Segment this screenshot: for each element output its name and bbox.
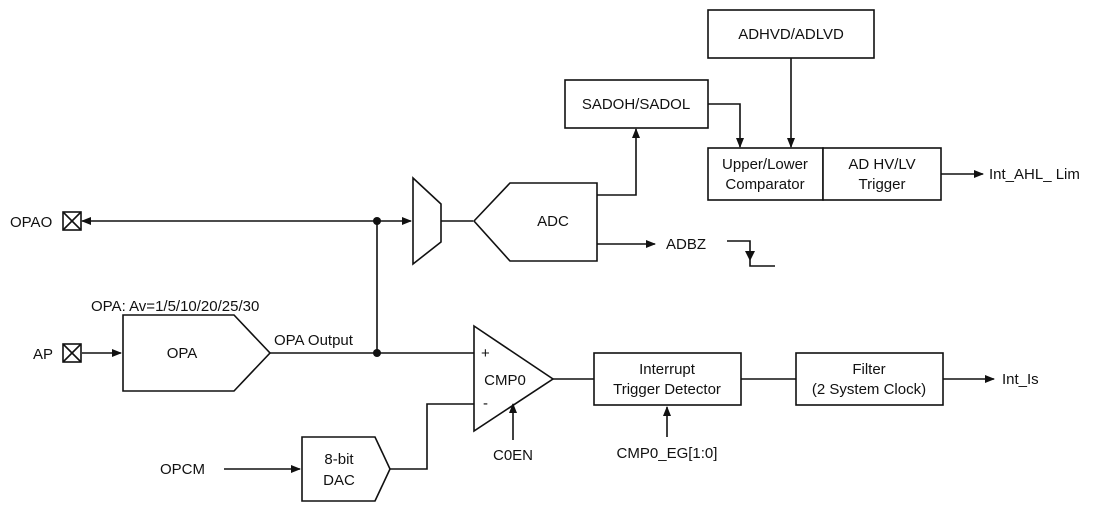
adc-block — [472, 182, 598, 262]
adc-to-sadoh-wire — [597, 128, 640, 196]
sadoh-to-comparator-wire — [708, 103, 744, 148]
dac-to-cmp0-wire — [390, 403, 474, 470]
ap-pin-label: AP — [33, 346, 53, 363]
adbz-label: ADBZ — [666, 236, 706, 253]
interrupt-label-line1: Interrupt — [639, 361, 696, 378]
filter-label-line2: (2 System Clock) — [812, 381, 926, 398]
opa-output-label: OPA Output — [274, 332, 354, 349]
opao-pin-icon — [62, 211, 82, 231]
cmp0-eg-label: CMP0_EG[1:0] — [617, 445, 718, 462]
opa-block — [122, 314, 272, 392]
adhvd-adlvd-label: ADHVD/ADLVD — [738, 26, 844, 43]
sadoh-sadol-label: SADOH/SADOL — [582, 96, 690, 113]
filter-label-line1: Filter — [852, 361, 885, 378]
dac-block — [301, 436, 391, 502]
comparator-label-line2: Comparator — [725, 176, 804, 193]
junction-dot-bottom — [373, 349, 381, 357]
comparator-label-line1: Upper/Lower — [722, 156, 808, 173]
dac-label-line2: DAC — [323, 472, 355, 489]
c0en-label: C0EN — [493, 447, 533, 464]
mux-block — [412, 176, 442, 266]
int-ahl-lim-label: Int_AHL_ Lim — [989, 166, 1080, 183]
dac-label-line1: 8-bit — [324, 451, 354, 468]
cmp0-plus-label: + — [481, 345, 490, 362]
ap-pin-icon — [62, 343, 82, 363]
adhvd-adlvd-block — [707, 9, 875, 59]
interrupt-label-line2: Trigger Detector — [613, 381, 721, 398]
cmp0-minus-label: - — [483, 395, 488, 412]
adbz-falling-edge-arrow — [745, 251, 755, 261]
cmp0-label: CMP0 — [484, 372, 526, 389]
opa-gain-label: OPA: Av=1/5/10/20/25/30 — [91, 298, 259, 315]
trigger-label-line1: AD HV/LV — [848, 156, 915, 173]
adc-label: ADC — [537, 213, 569, 230]
trigger-label-line2: Trigger — [859, 176, 906, 193]
opao-pin-label: OPAO — [10, 214, 52, 231]
sadoh-sadol-block — [564, 79, 709, 129]
upper-lower-comparator-block — [707, 147, 824, 201]
opcm-pin-label: OPCM — [160, 461, 205, 478]
int-is-label: Int_Is — [1002, 371, 1039, 388]
opa-label: OPA — [167, 345, 198, 362]
